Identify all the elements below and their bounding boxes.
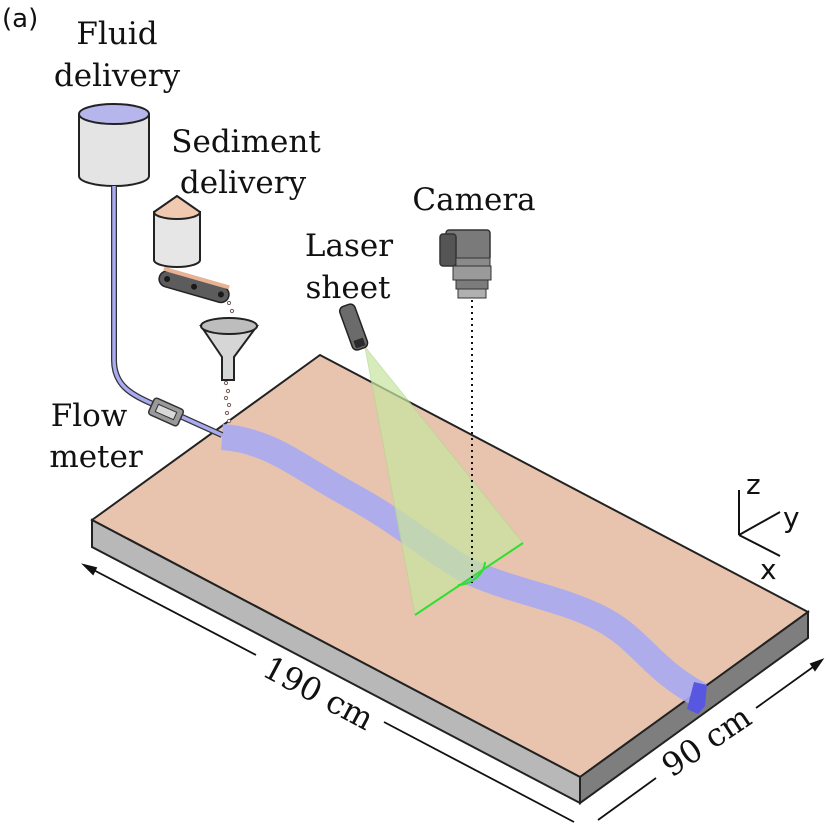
flow-meter-label-line2: meter — [49, 439, 143, 475]
axis-label-y: y — [783, 501, 800, 534]
flow-meter-icon — [147, 397, 185, 427]
camera-label: Camera — [412, 182, 535, 218]
laser-sheet-label-line1: Laser — [305, 228, 393, 264]
fluid-delivery-label-line1: Fluid — [76, 16, 157, 52]
laser-sheet — [364, 346, 524, 616]
funnel-icon — [199, 317, 259, 381]
axis-label-z: z — [746, 468, 761, 501]
axis-label-x: x — [760, 553, 777, 586]
sediment-hopper-icon — [152, 194, 202, 268]
laser-line-on-fluid — [457, 561, 486, 586]
laser-device — [338, 303, 369, 351]
sediment-delivery-label-line1: Sediment — [171, 124, 321, 160]
width-dimension-line — [597, 658, 825, 821]
laser-line-on-bed — [414, 542, 524, 616]
flow-meter-label-line1: Flow — [51, 398, 128, 434]
conveyor-belt-icon — [158, 266, 230, 304]
fluid-outlet — [687, 682, 707, 714]
fluid-delivery-label-line2: delivery — [54, 58, 181, 94]
camera-icon — [439, 229, 492, 299]
panel-label: (a) — [2, 4, 38, 34]
sediment-delivery-label-line2: delivery — [180, 165, 307, 201]
laser-sheet-label-line2: sheet — [305, 270, 391, 306]
fluid-tank-icon — [78, 103, 150, 187]
axis-triad — [738, 490, 781, 557]
length-dimension-line — [81, 563, 575, 823]
